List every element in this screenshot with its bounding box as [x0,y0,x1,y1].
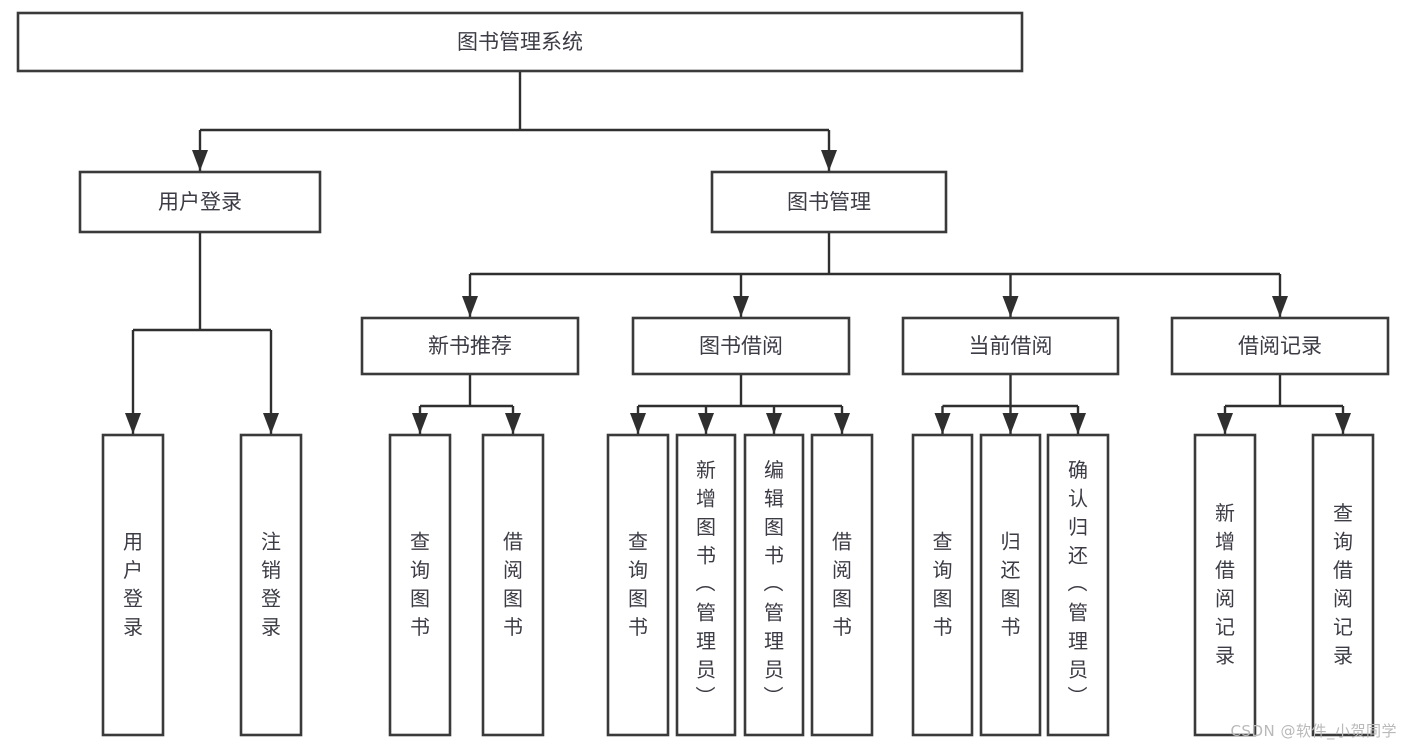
node-box[interactable] [360,316,580,376]
node-用户登录[interactable]: 用户登录 [101,433,165,737]
arrow-head-icon [1002,296,1019,317]
node-box[interactable] [481,433,545,737]
node-box[interactable] [606,433,670,737]
node-label: 图书借阅 [699,334,783,358]
node-借阅记录[interactable]: 借阅记录 [1170,316,1390,376]
node-box[interactable] [710,170,948,234]
node-编辑图书管理员[interactable]: 编辑图书（管理员） [743,433,805,737]
node-查询借阅记录[interactable]: 查询借阅记录 [1311,433,1375,737]
arrow-head-icon [462,296,478,317]
node-box[interactable] [1311,433,1375,737]
arrow-head-icon [630,413,646,434]
node-图书管理系统[interactable]: 图书管理系统 [16,11,1024,73]
node-借阅图书[interactable]: 借阅图书 [481,433,545,737]
arrow-head-icon [412,413,428,434]
node-label: 借阅记录 [1238,334,1322,358]
arrow-head-icon [505,413,521,434]
node-用户登录[interactable]: 用户登录 [78,170,322,234]
arrow-head-icon [834,413,850,434]
node-box[interactable] [911,433,974,737]
node-label: 新增图书（管理员） [695,458,716,710]
node-查询图书[interactable]: 查询图书 [606,433,670,737]
node-label: 编辑图书（管理员） [763,458,784,710]
arrow-head-icon [821,150,837,171]
arrow-head-icon [192,150,208,171]
node-label: 查询图书 [410,529,430,639]
node-label: 查询图书 [628,529,648,639]
node-label: 借阅图书 [503,529,523,639]
node-box[interactable] [631,316,851,376]
arrow-head-icon [934,413,951,434]
arrow-head-icon [125,413,141,434]
node-借阅图书[interactable]: 借阅图书 [810,433,874,737]
node-注销登录[interactable]: 注销登录 [239,433,303,737]
node-box[interactable] [743,433,805,737]
node-图书借阅[interactable]: 图书借阅 [631,316,851,376]
node-label: 归还图书 [1001,529,1021,639]
node-box[interactable] [810,433,874,737]
arrow-head-icon [1272,296,1288,317]
arrow-head-icon [263,413,279,434]
node-box[interactable] [1046,433,1110,737]
node-label: 用户登录 [158,190,242,214]
node-新增借阅记录[interactable]: 新增借阅记录 [1193,433,1257,737]
node-label: 用户登录 [123,529,143,639]
node-box[interactable] [16,11,1024,73]
node-确认归还管理员[interactable]: 确认归还（管理员） [1046,433,1110,737]
node-box[interactable] [101,433,165,737]
node-box[interactable] [239,433,303,737]
node-label: 图书管理 [787,190,871,214]
node-新增图书管理员[interactable]: 新增图书（管理员） [675,433,737,737]
connectors-layer [125,71,1351,434]
arrow-head-icon [698,413,714,434]
node-label: 图书管理系统 [457,30,583,54]
node-box[interactable] [901,316,1120,376]
node-归还图书[interactable]: 归还图书 [979,433,1042,737]
node-新书推荐[interactable]: 新书推荐 [360,316,580,376]
arrow-head-icon [1002,413,1019,434]
node-查询图书[interactable]: 查询图书 [911,433,974,737]
node-label: 查询借阅记录 [1333,500,1353,667]
arrow-head-icon [1335,413,1351,434]
node-label: 借阅图书 [832,529,852,639]
node-当前借阅[interactable]: 当前借阅 [901,316,1120,376]
node-label: 注销登录 [261,529,281,639]
arrow-head-icon [766,413,782,434]
arrow-head-icon [1217,413,1233,434]
node-label: 查询图书 [933,529,953,639]
arrow-head-icon [733,296,749,317]
node-label: 新增借阅记录 [1215,500,1235,667]
node-box[interactable] [78,170,322,234]
node-图书管理[interactable]: 图书管理 [710,170,948,234]
node-label: 新书推荐 [428,334,512,358]
node-box[interactable] [979,433,1042,737]
nodes-layer: 图书管理系统用户登录图书管理新书推荐图书借阅当前借阅借阅记录用户登录注销登录查询… [16,11,1390,737]
arrow-head-icon [1070,413,1086,434]
node-label: 确认归还（管理员） [1067,458,1088,710]
node-查询图书[interactable]: 查询图书 [388,433,452,737]
node-box[interactable] [675,433,737,737]
node-box[interactable] [388,433,452,737]
node-label: 当前借阅 [969,334,1053,358]
node-box[interactable] [1170,316,1390,376]
node-box[interactable] [1193,433,1257,737]
